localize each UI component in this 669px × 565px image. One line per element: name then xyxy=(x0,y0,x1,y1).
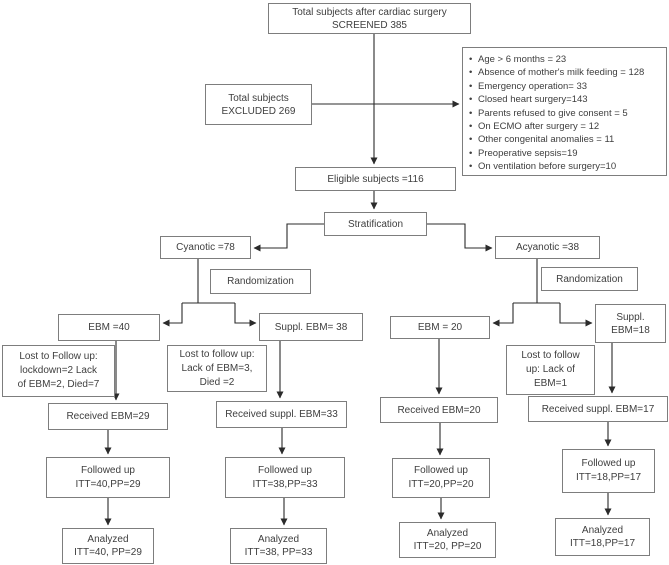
exclusion-reason: On ventilation before surgery=10 xyxy=(469,160,662,174)
exclusion-reasons-list: Age > 6 months = 23 Absence of mother's … xyxy=(469,53,662,174)
exclusion-reason: Closed heart surgery=143 xyxy=(469,93,662,107)
box-followed-ebm-cyanotic: Followed up ITT=40,PP=29 xyxy=(46,457,170,498)
exclusion-reason: Other congenital anomalies = 11 xyxy=(469,133,662,147)
box-ebm-cyanotic: EBM =40 xyxy=(58,314,160,341)
exclusion-reason: Age > 6 months = 23 xyxy=(469,53,662,67)
box-excluded: Total subjects EXCLUDED 269 xyxy=(205,84,312,125)
box-received-suppl-cyanotic: Received suppl. EBM=33 xyxy=(216,401,347,428)
split-acyanotic-stem xyxy=(513,259,560,304)
box-randomization-cyanotic: Randomization xyxy=(210,269,311,294)
box-ebm-acyanotic: EBM = 20 xyxy=(390,316,490,339)
box-screened: Total subjects after cardiac surgery SCR… xyxy=(268,3,471,34)
box-suppl-ebm-cyanotic: Suppl. EBM= 38 xyxy=(259,313,363,341)
arrow-stratification-to-cyanotic xyxy=(253,223,324,252)
box-lost-suppl-cyanotic: Lost to follow up: Lack of EBM=3, Died =… xyxy=(167,345,267,392)
box-analyzed-suppl-cyanotic: Analyzed ITT=38, PP=33 xyxy=(230,528,327,564)
box-lost-suppl-acyanotic: Lost to follow up: Lack of EBM=1 xyxy=(506,345,595,395)
box-followed-ebm-acyanotic: Followed up ITT=20,PP=20 xyxy=(392,458,490,498)
box-stratification: Stratification xyxy=(324,212,427,236)
arrow-split-to-suppl38 xyxy=(234,303,257,327)
exclusion-reason: On ECMO after surgery = 12 xyxy=(469,120,662,134)
box-acyanotic: Acyanotic =38 xyxy=(495,236,600,259)
box-followed-suppl-cyanotic: Followed up ITT=38,PP=33 xyxy=(225,457,345,498)
box-received-ebm-cyanotic: Received EBM=29 xyxy=(48,403,168,430)
box-analyzed-suppl-acyanotic: Analyzed ITT=18,PP=17 xyxy=(555,518,650,556)
box-lost-ebm-cyanotic: Lost to Follow up: lockdown=2 Lack of EB… xyxy=(2,345,115,397)
exclusion-reasons-box: Age > 6 months = 23 Absence of mother's … xyxy=(462,47,667,176)
box-randomization-acyanotic: Randomization xyxy=(541,267,638,291)
exclusion-reason: Absence of mother's milk feeding = 128 xyxy=(469,66,662,80)
box-eligible: Eligible subjects =116 xyxy=(295,167,456,191)
box-cyanotic: Cyanotic =78 xyxy=(160,236,251,259)
arrow-stratification-to-acyanotic xyxy=(427,223,493,252)
exclusion-reason: Parents refused to give consent = 5 xyxy=(469,107,662,121)
box-analyzed-ebm-acyanotic: Analyzed ITT=20, PP=20 xyxy=(399,522,496,558)
box-analyzed-ebm-cyanotic: Analyzed ITT=40, PP=29 xyxy=(62,528,154,564)
box-received-suppl-acyanotic: Received suppl. EBM=17 xyxy=(528,396,668,422)
exclusion-reason: Emergency operation= 33 xyxy=(469,80,662,94)
arrow-split-to-suppl18 xyxy=(559,303,593,327)
box-suppl-ebm-acyanotic: Suppl. EBM=18 xyxy=(595,304,666,343)
box-received-ebm-acyanotic: Received EBM=20 xyxy=(380,397,498,423)
arrow-split-to-ebm20 xyxy=(492,303,514,327)
arrow-split-to-ebm40 xyxy=(162,303,183,327)
box-followed-suppl-acyanotic: Followed up ITT=18,PP=17 xyxy=(562,449,655,493)
exclusion-reason: Preoperative sepsis=19 xyxy=(469,147,662,161)
split-cyanotic-stem xyxy=(182,259,235,304)
